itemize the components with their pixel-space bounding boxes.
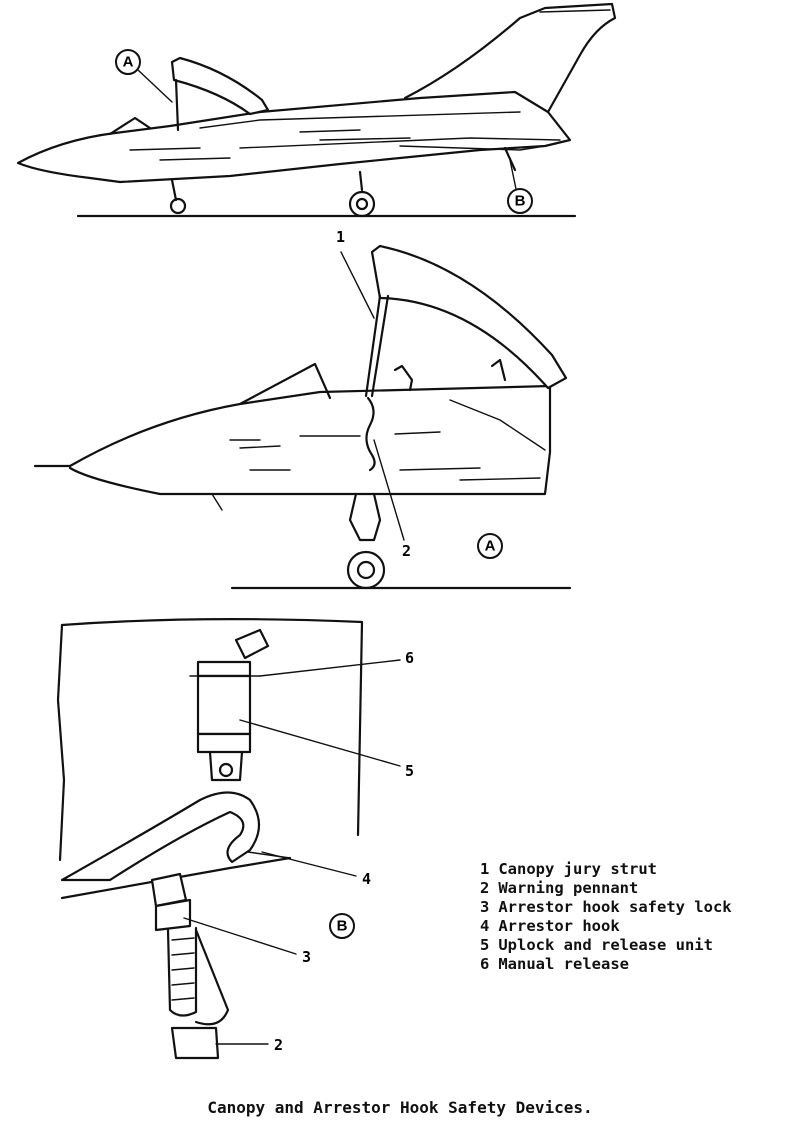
legend-label: Uplock and release unit: [498, 936, 713, 954]
label-number-3: 3: [302, 948, 311, 966]
label-number-2-lower: 2: [274, 1036, 283, 1054]
detail-b-callout-label: B: [337, 918, 348, 935]
aircraft-side-view: A B: [16, 2, 617, 218]
legend-number: 4: [480, 917, 490, 935]
legend-number: 6: [480, 955, 490, 973]
leader-4: [261, 851, 357, 877]
label-number-5: 5: [405, 762, 414, 780]
legend-label: Canopy jury strut: [498, 860, 657, 878]
arrestor-hook-safety-lock: [154, 898, 192, 932]
label-number-4: 4: [362, 870, 371, 888]
leader-3: [183, 917, 297, 955]
leader-2-upper: [373, 439, 405, 541]
callout-b-leader: [509, 159, 517, 190]
warning-pennant: [365, 396, 376, 472]
leader-6: [259, 659, 401, 677]
detail-a-callout-label: A: [485, 538, 496, 555]
legend-label: Manual release: [498, 955, 629, 973]
label-number-1: 1: [336, 228, 345, 246]
detail-b-callout-circle: [329, 913, 355, 939]
legend-label: Warning pennant: [498, 879, 639, 897]
canopy-jury-strut: [370, 294, 390, 398]
arrestor-hook: [60, 791, 261, 882]
label-number-6: 6: [405, 649, 414, 667]
callout-a-circle: [115, 49, 141, 75]
legend-number: 3: [480, 898, 490, 916]
leader-1: [340, 251, 375, 319]
legend-item: 6 Manual release: [480, 955, 732, 974]
callout-b-label: B: [515, 193, 526, 210]
callout-a-leader: [137, 69, 173, 103]
legend-number: 5: [480, 936, 490, 954]
legend-item: 4 Arrestor hook: [480, 917, 732, 936]
figure-caption: Canopy and Arrestor Hook Safety Devices.: [207, 1098, 593, 1117]
legend-item: 3 Arrestor hook safety lock: [480, 898, 732, 917]
legend-item: 5 Uplock and release unit: [480, 936, 732, 955]
callout-b-circle: [507, 188, 533, 214]
legend-label: Arrestor hook: [498, 917, 620, 935]
label-number-2-upper: 2: [402, 542, 411, 560]
callout-a-label: A: [123, 54, 134, 71]
warning-pennant-tag: [170, 1026, 220, 1060]
legend-item: 2 Warning pennant: [480, 879, 732, 898]
legend-number: 2: [480, 879, 490, 897]
detail-a-callout-circle: [477, 533, 503, 559]
leader-5: [239, 719, 401, 767]
legend-label: Arrestor hook safety lock: [498, 898, 732, 916]
legend-number: 1: [480, 860, 490, 878]
detail-b-view: 6 5 4 3 2 B: [56, 618, 414, 1060]
legend-item: 1 Canopy jury strut: [480, 860, 732, 879]
detail-a-view: 1 2 A: [33, 228, 572, 590]
